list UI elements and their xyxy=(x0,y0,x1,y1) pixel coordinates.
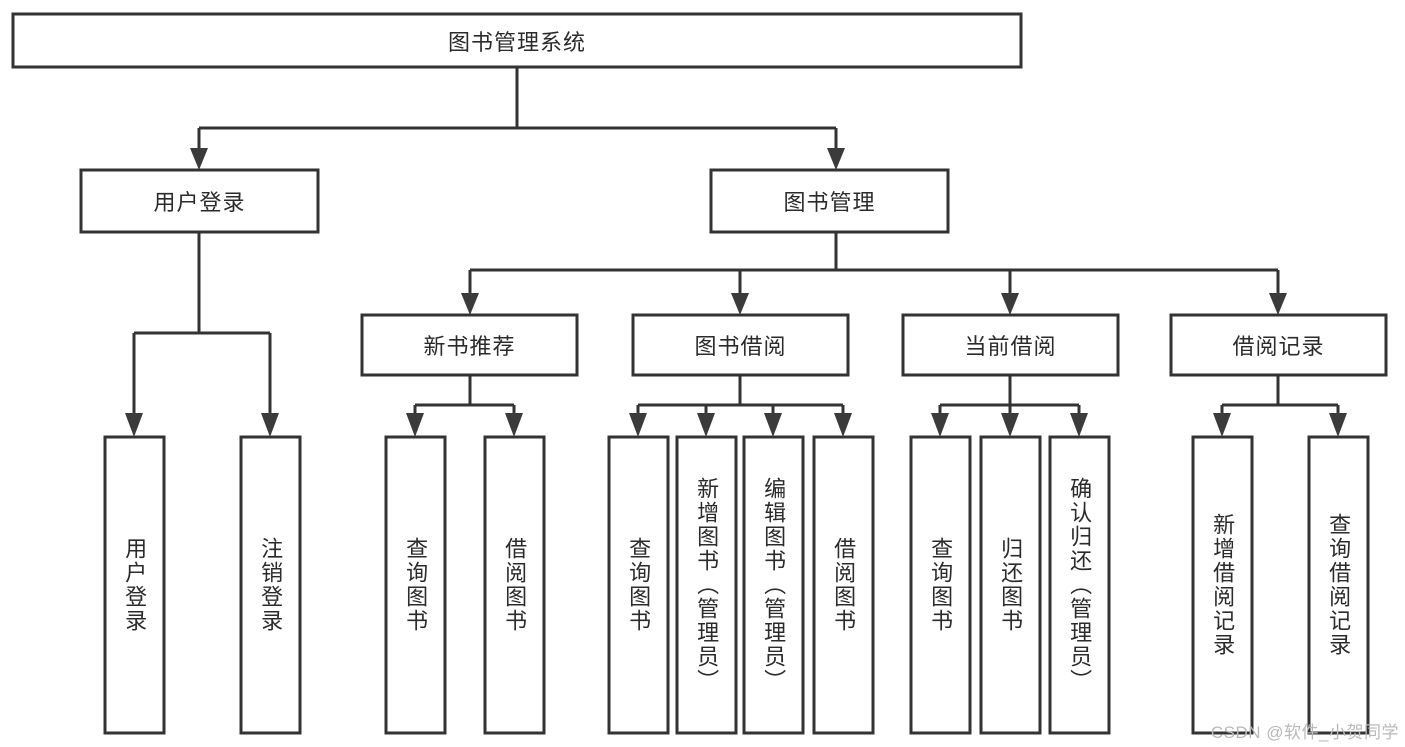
node-root[interactable] xyxy=(11,12,1023,69)
arrow-head-leaf-query-book-3 xyxy=(931,413,949,437)
connector-layer xyxy=(125,67,1347,437)
arrow-head-leaf-confirm-return-admin xyxy=(1070,413,1088,437)
node-leaf-query-book-1[interactable] xyxy=(384,435,447,735)
arrow-head-borrow-record xyxy=(1269,293,1287,315)
arrow-head-leaf-borrow-book-1 xyxy=(505,413,523,437)
node-layer xyxy=(11,12,1388,735)
watermark-text: CSDN @软件_小贺同学 xyxy=(1210,723,1399,742)
arrow-head-book-borrow xyxy=(731,293,749,315)
node-leaf-logout-login[interactable] xyxy=(239,435,302,735)
arrow-head-leaf-return-book xyxy=(1001,413,1019,437)
arrow-head-leaf-add-book-admin xyxy=(697,413,715,437)
arrow-head-leaf-user-login xyxy=(125,413,143,437)
arrow-head-book-management xyxy=(827,148,845,170)
node-leaf-add-book-admin[interactable] xyxy=(675,435,738,735)
node-new-book-recommend[interactable] xyxy=(360,313,579,377)
arrow-head-leaf-edit-book-admin xyxy=(764,413,782,437)
arrow-head-user-login xyxy=(190,148,208,170)
node-leaf-add-borrow-record[interactable] xyxy=(1191,435,1254,735)
node-book-management[interactable] xyxy=(709,168,950,234)
node-leaf-query-book-2[interactable] xyxy=(607,435,670,735)
node-leaf-edit-book-admin[interactable] xyxy=(742,435,805,735)
arrow-head-leaf-query-borrow-record xyxy=(1329,413,1347,437)
node-leaf-borrow-book-2[interactable] xyxy=(812,435,875,735)
node-leaf-confirm-return-admin[interactable] xyxy=(1048,435,1111,735)
arrow-head-leaf-logout-login xyxy=(261,413,279,437)
node-leaf-query-borrow-record[interactable] xyxy=(1307,435,1370,735)
arrow-head-leaf-add-borrow-record xyxy=(1213,413,1231,437)
node-leaf-borrow-book-1[interactable] xyxy=(483,435,546,735)
arrow-head-leaf-borrow-book-2 xyxy=(834,413,852,437)
node-leaf-user-login[interactable] xyxy=(103,435,166,735)
arrow-head-new-book-recommend xyxy=(461,293,479,315)
node-user-login[interactable] xyxy=(79,168,320,234)
arrow-head-current-borrow xyxy=(1001,293,1019,315)
node-leaf-return-book[interactable] xyxy=(979,435,1042,735)
node-book-borrow[interactable] xyxy=(631,313,850,377)
arrow-head-leaf-query-book-2 xyxy=(629,413,647,437)
node-borrow-record[interactable] xyxy=(1169,313,1388,377)
node-current-borrow[interactable] xyxy=(901,313,1120,377)
node-leaf-query-book-3[interactable] xyxy=(909,435,972,735)
arrow-head-leaf-query-book-1 xyxy=(406,413,424,437)
